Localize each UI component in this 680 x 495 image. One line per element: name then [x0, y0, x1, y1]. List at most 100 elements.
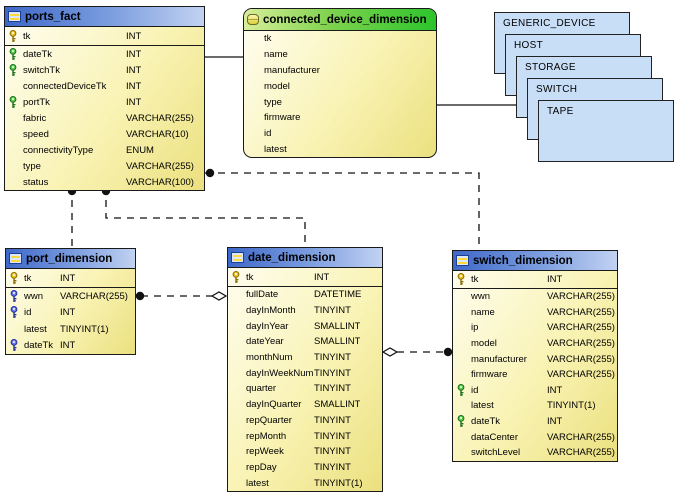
column-name: dayInQuarter	[246, 399, 302, 411]
column-type: ENUM	[126, 144, 154, 156]
column-row[interactable]: switchLevel VARCHAR(255)	[453, 445, 617, 461]
column-row[interactable]: firmware	[244, 110, 436, 126]
column-type: VARCHAR(255)	[126, 112, 194, 124]
column-type: SMALLINT	[314, 399, 361, 411]
column-type: TINYINT	[314, 352, 351, 364]
column-type: INT	[126, 64, 142, 76]
column-name: firmware	[471, 369, 508, 381]
rel-portsfact-switchdimension[interactable]	[205, 168, 480, 250]
column-name: tk	[264, 33, 272, 45]
column-name: switchLevel	[471, 447, 521, 459]
rel-portsfact-datedimension[interactable]	[101, 186, 306, 247]
column-type: INT	[60, 307, 76, 319]
column-type: INT	[547, 384, 563, 396]
column-row[interactable]: model	[244, 78, 436, 94]
column-type: INT	[60, 340, 76, 352]
column-name: dayInWeekNum	[246, 367, 314, 379]
column-type: VARCHAR(255)	[126, 160, 194, 172]
column-row[interactable]: wwn VARCHAR(255)	[6, 288, 135, 305]
device-type-box-tape[interactable]: TAPE	[538, 100, 674, 162]
column-row[interactable]: id	[244, 126, 436, 142]
table-title: port_dimension	[26, 252, 113, 265]
column-type: VARCHAR(255)	[547, 447, 615, 459]
column-name: tk	[471, 274, 479, 285]
table-header[interactable]: port_dimension	[6, 249, 135, 269]
table-header[interactable]: ports_fact	[5, 7, 204, 27]
column-name: wwn	[471, 291, 491, 303]
column-row[interactable]: manufacturer	[244, 63, 436, 79]
rel-portsfact-portdimension[interactable]	[67, 186, 77, 248]
column-row[interactable]: tk INT	[228, 268, 382, 287]
foreign-key-icon	[8, 63, 23, 77]
table-title: date_dimension	[248, 251, 336, 264]
column-name: id	[471, 384, 479, 396]
column-row[interactable]: latest	[244, 142, 436, 158]
column-row[interactable]: type	[244, 94, 436, 110]
column-name: wwn	[24, 290, 44, 302]
rel-portdimension-datedimension[interactable]	[135, 291, 228, 301]
table-icon	[456, 255, 469, 266]
column-type: VARCHAR(255)	[60, 290, 128, 302]
device-type-label: SWITCH	[536, 84, 578, 95]
column-name: latest	[471, 400, 494, 412]
column-row[interactable]: dayInQuarter SMALLINT	[228, 397, 382, 413]
column-type: INT	[314, 271, 330, 283]
primary-key-icon	[456, 273, 471, 286]
foreign-key-icon	[9, 339, 24, 352]
column-row[interactable]: id INT	[453, 383, 617, 399]
column-row[interactable]: tk	[244, 31, 436, 47]
table-header[interactable]: date_dimension	[228, 248, 382, 268]
column-row[interactable]: firmware VARCHAR(255)	[453, 367, 617, 383]
column-name: dayInYear	[246, 320, 289, 332]
table-header[interactable]: connected_device_dimension	[244, 9, 436, 31]
rel-datedimension-switchdimension[interactable]	[381, 347, 453, 357]
column-name: manufacturer	[264, 64, 320, 76]
table-header[interactable]: switch_dimension	[453, 251, 617, 271]
column-row[interactable]: name	[244, 47, 436, 63]
column-name: latest	[24, 323, 47, 335]
column-name: tk	[246, 271, 254, 283]
column-type: VARCHAR(255)	[547, 369, 615, 381]
